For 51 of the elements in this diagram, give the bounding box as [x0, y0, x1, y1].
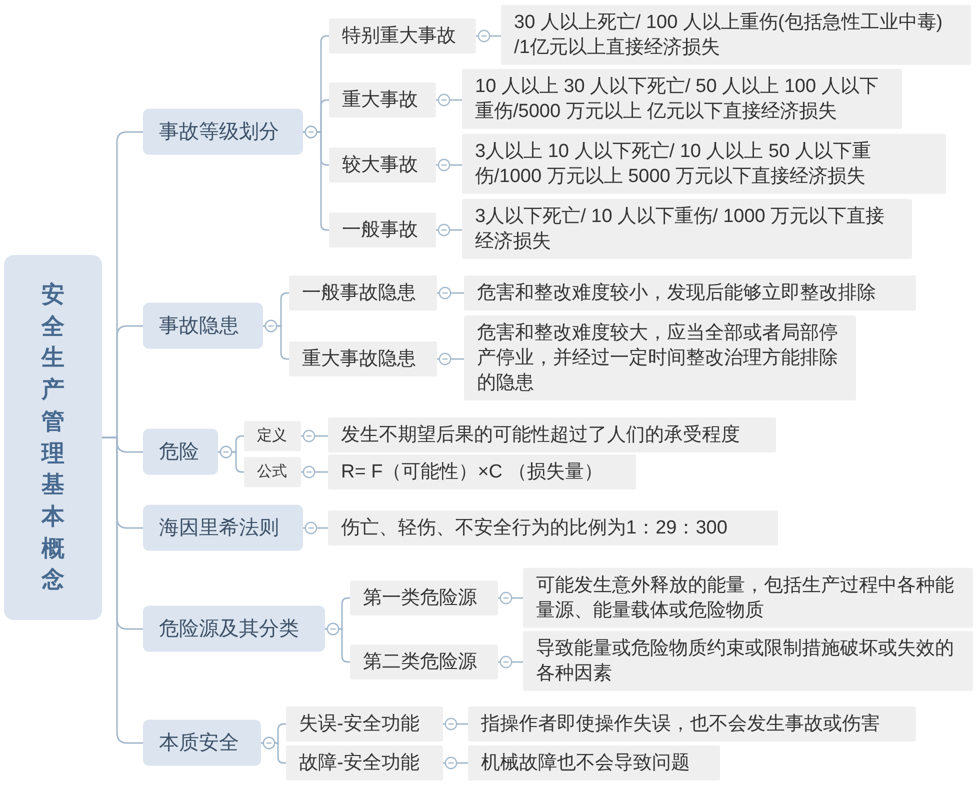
note-box: 危害和整改难度较大，应当全部或者局部停产停业，并经过一定时间整改治理方能排除的隐患: [464, 315, 856, 401]
subtopic: 公式: [244, 457, 301, 487]
connector-line: [443, 756, 468, 770]
subtopic: 定义: [244, 421, 301, 451]
note-box: 3人以上 10 人以下死亡/ 10 人以上 50 人以下重伤/1000 万元以上 5000 万元以下直接经济损失: [462, 134, 946, 194]
main-topic: 本质安全: [143, 720, 261, 766]
connector-line: [303, 522, 328, 534]
connector-line: [498, 592, 523, 604]
connector-line: [476, 30, 501, 42]
note-box: 10 人以上 30 人以下死亡/ 50 人以上 100 人以下重伤/5000 万元以上 亿元以下直接经济损失: [462, 68, 902, 130]
connector-line: [261, 736, 286, 764]
subtopic: 重大事故: [329, 82, 436, 118]
subtopic: 特别重大事故: [329, 18, 476, 54]
subtopic: 第二类危险源: [350, 644, 498, 680]
connector-line: [263, 320, 289, 360]
main-topic: 危险: [143, 428, 218, 476]
main-topic: 危险源及其分类: [143, 606, 325, 652]
connector-line: [436, 158, 462, 172]
note-box: 导致能量或危险物质约束或限制措施破坏或失效的各种因素: [523, 630, 973, 692]
connector-line: [437, 352, 464, 366]
note-box: 可能发生意外释放的能量，包括生产过程中各种能量源、能量载体或危险物质: [523, 568, 973, 628]
connector-line: [325, 622, 350, 663]
subtopic: 一般事故: [329, 212, 436, 248]
connector-line: [443, 718, 468, 730]
note-box: 30 人以上死亡/ 100 人以上重伤(包括急性工业中毒) /1亿元以上直接经济损失: [501, 4, 971, 66]
main-topic: 海因里希法则: [143, 504, 303, 552]
connector-line: [436, 94, 462, 106]
subtopic: 较大事故: [329, 147, 436, 183]
connector-line: [437, 286, 464, 300]
connector-line: [436, 224, 462, 236]
connector-line: [301, 430, 328, 442]
main-topic: 事故隐患: [143, 302, 263, 350]
note-box: 指操作者即使操作失误，也不会发生事故或伤害: [468, 706, 916, 742]
note-box: 发生不期望后果的可能性超过了人们的承受程度: [328, 417, 776, 453]
subtopic: 一般事故隐患: [289, 275, 437, 311]
main-topic: 事故等级划分: [143, 108, 303, 156]
note-box: R= F（可能性）×C （损失量）: [328, 454, 636, 490]
connector-line: [498, 656, 523, 668]
note-box: 3人以下死亡/ 10 人以下重伤/ 1000 万元以下直接经济损失: [462, 198, 912, 260]
subtopic: 重大事故隐患: [289, 341, 437, 377]
note-box: 危害和整改难度较小，发现后能够立即整改排除: [464, 275, 916, 311]
subtopic: 失误-安全功能: [286, 706, 443, 742]
connector-line: [102, 436, 143, 744]
note-box: 机械故障也不会导致问题: [468, 745, 720, 781]
connector-line: [303, 126, 329, 231]
central-topic: 安全生产管理基本概念: [4, 255, 102, 620]
subtopic: 第一类危险源: [350, 580, 498, 616]
connector-line: [218, 446, 244, 473]
note-box: 伤亡、轻伤、不安全行为的比例为1：29：300: [328, 510, 778, 546]
subtopic: 故障-安全功能: [286, 745, 443, 781]
connector-line: [301, 466, 328, 478]
